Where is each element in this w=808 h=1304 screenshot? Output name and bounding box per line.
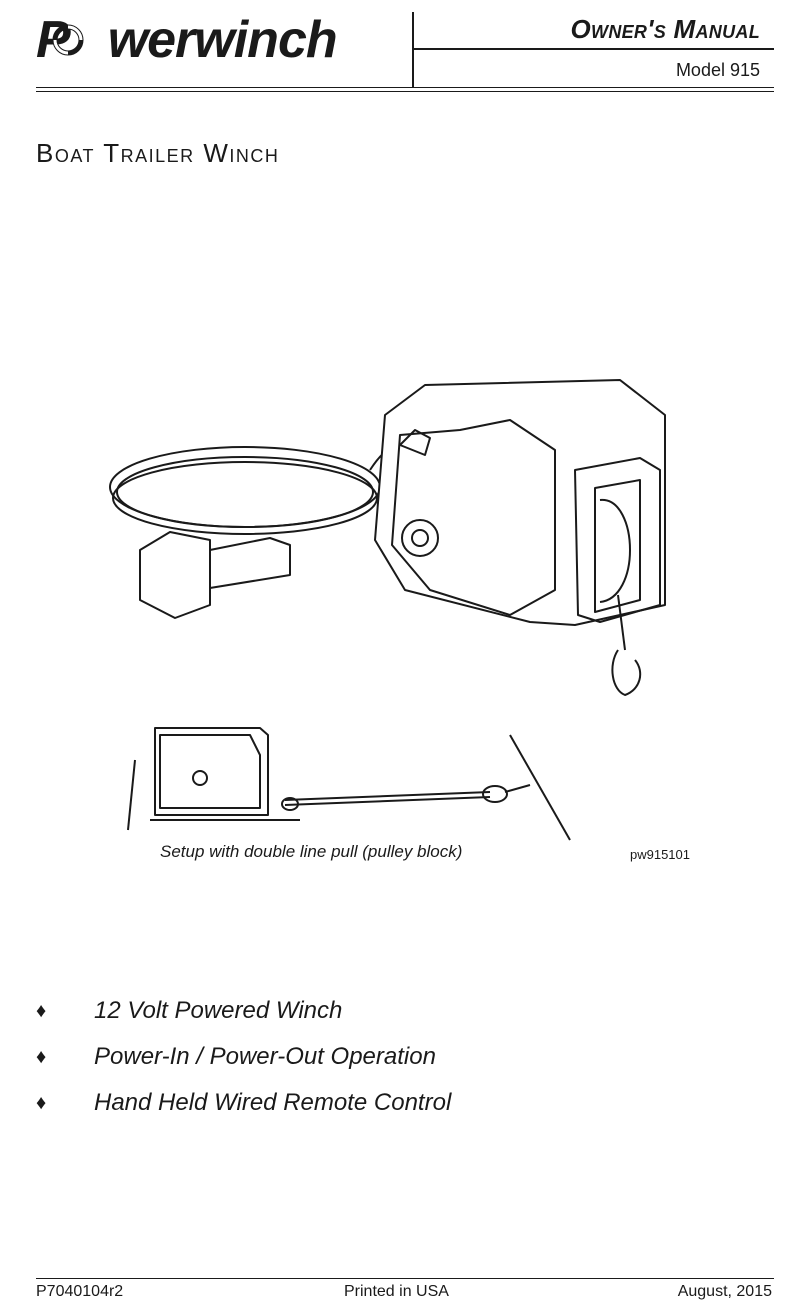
part-number: P7040104r2 xyxy=(36,1283,124,1300)
diamond-bullet-icon: ♦ xyxy=(36,1091,47,1114)
printed-location: Printed in USA xyxy=(344,1283,449,1300)
feature-item: ♦ Power-In / Power-Out Operation xyxy=(36,1034,451,1080)
footer-rule xyxy=(36,1278,774,1279)
publication-date: August, 2015 xyxy=(677,1283,772,1300)
swirl-icon xyxy=(52,24,84,56)
remote-control xyxy=(139,531,211,619)
manual-title: Owner's Manual xyxy=(570,14,760,44)
feature-text: 12 Volt Powered Winch xyxy=(94,997,343,1024)
winch-hook xyxy=(611,649,642,696)
feature-list: ♦ 12 Volt Powered Winch ♦ Power-In / Power… xyxy=(36,988,451,1126)
header-divider-vertical xyxy=(412,12,414,88)
pulley-setup-diagram xyxy=(127,727,571,841)
diamond-bullet-icon: ♦ xyxy=(36,999,47,1022)
page-title: Boat Trailer Winch xyxy=(36,138,280,168)
winch-illustration xyxy=(109,379,666,841)
winch-rope xyxy=(617,594,626,651)
figure-code: pw915101 xyxy=(630,847,690,862)
winch-shaft xyxy=(401,519,439,557)
feature-text: Hand Held Wired Remote Control xyxy=(94,1089,452,1116)
header-rule xyxy=(36,87,774,88)
brand-name-rest: werwinch xyxy=(107,11,338,69)
diamond-bullet-icon: ♦ xyxy=(36,1045,47,1068)
feature-text: Power-In / Power-Out Operation xyxy=(94,1043,436,1070)
feature-item: ♦ 12 Volt Powered Winch xyxy=(36,988,451,1034)
header-rule-2 xyxy=(36,91,774,92)
figure-caption: Setup with double line pull (pulley bloc… xyxy=(160,842,463,861)
feature-item: ♦ Hand Held Wired Remote Control xyxy=(36,1080,451,1126)
model-number: Model 915 xyxy=(675,60,760,80)
header-divider-top xyxy=(412,48,774,50)
